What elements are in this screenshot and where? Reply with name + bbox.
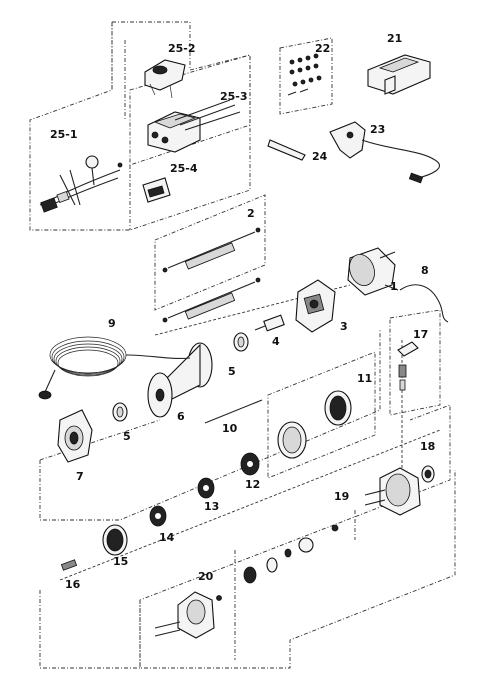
label-9: 9	[108, 317, 116, 330]
label-22: 22	[315, 42, 330, 55]
label-12: 12	[245, 478, 260, 491]
part-5-bushing-upper	[233, 332, 249, 352]
part-13-planetary-gear	[197, 477, 215, 499]
part-15-ring-gear	[102, 524, 128, 556]
part-18-bearing	[421, 465, 435, 483]
part-19-gear-housing	[243, 467, 421, 584]
group-box-drum	[39, 330, 381, 521]
part-labels: 25-2 25-3 25-1 25-4 22 21 23 24 2 1 8 3 …	[50, 32, 435, 591]
part-25-2-switch-cover	[144, 59, 186, 99]
group-box-25	[29, 21, 251, 231]
label-2: 2	[247, 207, 255, 220]
label-6: 6	[177, 410, 185, 423]
part-25-4-base-plate	[142, 177, 171, 203]
part-4-coupler	[254, 314, 285, 332]
group-box-11	[267, 351, 376, 479]
label-3: 3	[340, 320, 348, 333]
label-17: 17	[413, 328, 428, 341]
label-10: 10	[222, 422, 238, 435]
label-16: 16	[65, 578, 81, 591]
part-14-planetary-gear	[149, 505, 167, 527]
label-20: 20	[198, 570, 214, 583]
label-25-4: 25-4	[170, 162, 198, 175]
label-19: 19	[334, 490, 349, 503]
part-9-wire-rope	[38, 336, 191, 400]
label-25-3: 25-3	[220, 90, 248, 103]
part-24-hand-strap	[267, 139, 306, 161]
group-box-19	[39, 404, 456, 669]
part-7-end-bracket	[57, 409, 93, 463]
label-25-2: 25-2	[168, 42, 196, 55]
part-20-drum-end-housing	[154, 591, 222, 639]
part-21-mounting-cradle	[367, 54, 431, 95]
label-14: 14	[159, 531, 175, 544]
part-2-tie-rods	[162, 227, 261, 323]
part-16-bolt	[60, 559, 78, 571]
label-13: 13	[204, 500, 219, 513]
part-25-3-relay-pack	[147, 99, 241, 153]
part-5-bushing-lower	[112, 402, 128, 422]
group-box-22	[279, 37, 333, 115]
part-10-drive-shaft	[204, 399, 263, 424]
label-25-1: 25-1	[50, 128, 78, 141]
label-7: 7	[76, 470, 84, 483]
group-box-17	[389, 309, 441, 416]
part-6-drum	[147, 342, 213, 418]
part-8-motor-cable	[399, 284, 449, 323]
part-3-end-housing	[295, 279, 336, 333]
part-12-gear-carrier	[240, 452, 260, 476]
part-1-motor	[347, 247, 399, 296]
label-18: 18	[420, 440, 435, 453]
part-11-brake-ring	[277, 390, 352, 459]
label-5-lower: 5	[123, 430, 131, 443]
part-25-1-wiring-harness	[39, 155, 123, 213]
axis-line-lower	[59, 429, 441, 581]
label-1: 1	[390, 280, 398, 293]
label-5-upper: 5	[228, 365, 236, 378]
label-8: 8	[421, 264, 429, 277]
label-23: 23	[370, 123, 385, 136]
part-23-remote-control	[329, 121, 441, 184]
part-22-hardware-kit	[287, 53, 322, 96]
label-11: 11	[357, 372, 372, 385]
label-24: 24	[312, 150, 328, 163]
label-15: 15	[113, 555, 128, 568]
label-21: 21	[387, 32, 402, 45]
label-4: 4	[272, 335, 280, 348]
part-17-clutch-lever	[397, 341, 419, 391]
